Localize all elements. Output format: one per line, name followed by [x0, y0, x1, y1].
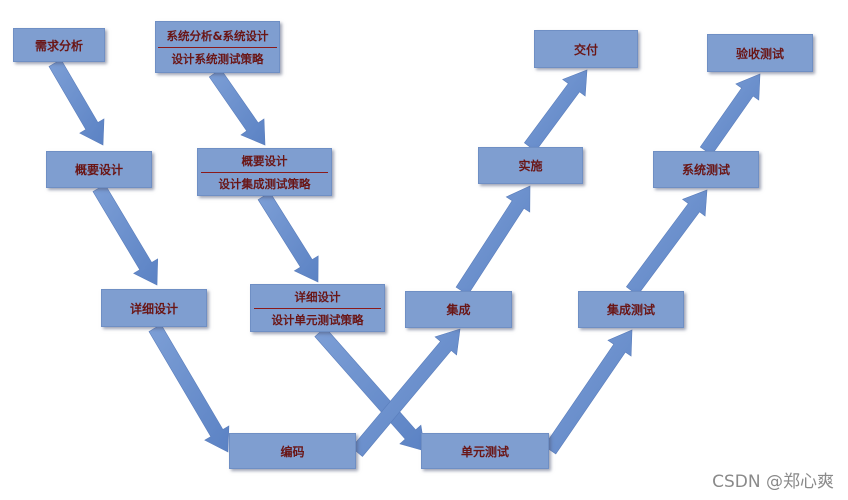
coding-label: 编码: [280, 444, 305, 459]
arrow-overview-test-to-detail-test: [257, 191, 319, 283]
delivery-label: 交付: [573, 42, 598, 57]
integration-test-label: 集成测试: [606, 303, 655, 317]
integration-test-box: 集成测试: [578, 291, 684, 328]
coding-box: 编码: [229, 433, 356, 469]
unit-test-label: 单元测试: [460, 444, 509, 459]
system-analysis-design-label: 系统分析&系统设计: [166, 28, 269, 43]
detail-design-label-2: 详细设计: [294, 289, 341, 304]
divider-line: [253, 307, 382, 309]
arrow-detail-to-coding: [148, 323, 230, 453]
system-test-label: 系统测试: [681, 163, 730, 177]
overview-design-label-2: 概要设计: [241, 153, 288, 168]
overview-design-test-box: 概要设计 设计集成测试策略: [197, 148, 332, 196]
implementation-label: 实施: [518, 159, 543, 173]
detail-design-test-box: 详细设计 设计单元测试策略: [250, 284, 385, 332]
requirements-analysis-label: 需求分析: [34, 38, 83, 53]
integration-test-strategy-label: 设计集成测试策略: [218, 176, 311, 191]
arrow-system-to-overview-test: [208, 68, 266, 146]
arrow-integration-to-implementation: [455, 185, 531, 296]
acceptance-test-label: 验收测试: [735, 46, 784, 61]
system-test-strategy-label: 设计系统测试策略: [171, 51, 264, 66]
delivery-box: 交付: [534, 30, 638, 68]
divider-line: [200, 171, 329, 173]
arrow-unit-test-to-integration-test: [543, 329, 633, 455]
detail-design-label: 详细设计: [129, 301, 178, 316]
system-test-box: 系统测试: [653, 151, 759, 188]
arrow-implementation-to-delivery: [523, 69, 588, 152]
overview-design-label: 概要设计: [74, 163, 123, 177]
overview-design-box: 概要设计: [46, 151, 152, 188]
arrow-integration-test-to-system-test: [625, 189, 708, 296]
system-analysis-design-box: 系统分析&系统设计 设计系统测试策略: [155, 21, 280, 73]
implementation-box: 实施: [478, 147, 583, 184]
unit-test-strategy-label: 设计单元测试策略: [271, 312, 364, 327]
requirements-analysis-box: 需求分析: [13, 28, 105, 62]
integration-label: 集成: [446, 303, 471, 317]
arrow-coding-to-integration: [351, 328, 461, 457]
integration-box: 集成: [405, 291, 512, 328]
acceptance-test-box: 验收测试: [707, 34, 813, 72]
detail-design-box: 详细设计: [101, 289, 207, 327]
unit-test-box: 单元测试: [421, 433, 549, 469]
divider-line: [158, 46, 277, 48]
arrow-overview-to-detail: [92, 183, 159, 286]
arrow-system-test-to-acceptance-test: [699, 73, 761, 156]
watermark: CSDN @郑心爽: [712, 472, 834, 492]
arrow-requirements-to-overview: [48, 59, 105, 146]
